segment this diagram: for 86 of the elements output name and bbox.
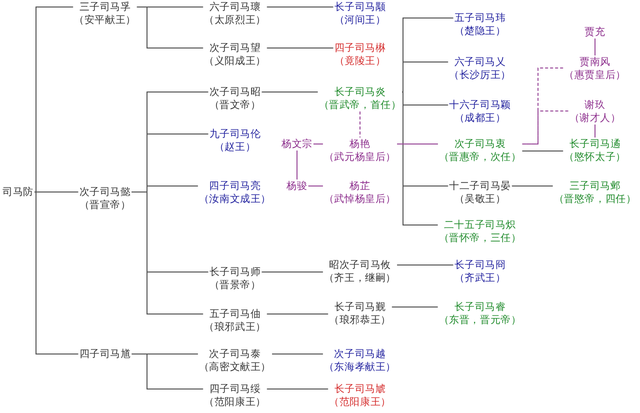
person-name: 贾充 — [584, 26, 606, 38]
person-title: （成都王） — [453, 112, 507, 124]
person-name: 长子司马炎 — [333, 86, 387, 98]
person-name: 三子司马孚 — [78, 0, 132, 14]
connector-line — [396, 264, 454, 266]
person-title: （晋宣帝） — [79, 198, 131, 212]
person-name: 司马防 — [2, 186, 34, 198]
connector-line — [266, 388, 329, 390]
person-name: 贾南风 — [578, 56, 612, 68]
person-title: （范阳康王） — [204, 396, 266, 408]
person-name: 长子司马虓 — [333, 382, 387, 396]
person-name: 五子司马伷 — [208, 308, 262, 320]
person-name: 四子司马绥 — [208, 382, 262, 396]
person-name: 谢玖 — [584, 98, 606, 112]
person-title: （长沙厉王） — [449, 68, 511, 82]
person-name: 次子司马望 — [208, 42, 262, 54]
person-name: 次子司马越 — [333, 348, 387, 360]
person-name: 杨芷 — [348, 180, 372, 192]
person-title: （晋怀帝，三任） — [438, 232, 522, 244]
person-title: （赵王） — [213, 140, 257, 154]
person-name: 长子司马冏 — [454, 258, 506, 272]
person-name: 九子司马伦 — [209, 128, 261, 140]
person-name: 长子司马师 — [209, 266, 261, 278]
connector-line — [402, 62, 449, 92]
person-name: 五子司马玮 — [454, 12, 506, 24]
person-title: （琅邪恭王） — [329, 314, 391, 326]
connector-line — [34, 192, 79, 354]
connector-line — [131, 354, 204, 390]
person-title: （晋惠帝，次任） — [438, 150, 522, 164]
person-name: 三子司马邺 — [568, 180, 622, 192]
connector-line — [522, 110, 569, 144]
person-name: 次子司马昭 — [209, 86, 261, 98]
person-title: （谢才人） — [569, 112, 621, 124]
person-title: （晋武帝，首任） — [318, 98, 402, 112]
connector-line — [522, 68, 564, 144]
person-title: （武悼杨皇后） — [324, 192, 396, 206]
connector-line — [34, 6, 74, 192]
person-title: （齐武王） — [454, 272, 506, 284]
person-name: 六子司马乂 — [453, 56, 507, 68]
person-name: 长子司马睿 — [453, 300, 507, 314]
person-name: 次子司马泰 — [208, 348, 262, 360]
person-title: （太原烈王） — [204, 14, 266, 26]
person-title: （武元杨皇后） — [324, 150, 396, 164]
person-name: 长子司马觐 — [333, 300, 387, 314]
connector-line — [131, 192, 204, 314]
connector-line — [522, 150, 564, 152]
person-name: 昭次子司马攸 — [328, 258, 392, 272]
connector-line — [594, 124, 596, 138]
person-title: （东晋，晋元帝） — [438, 314, 522, 326]
person-name: 长子司马遹 — [568, 138, 622, 150]
person-name: 二十五子司马炽 — [442, 218, 518, 232]
person-name: 十二子司马晏 — [449, 180, 511, 192]
person-name: 次子司马懿 — [79, 186, 131, 198]
connector-line — [136, 6, 204, 48]
person-title: （安平献王） — [74, 14, 136, 26]
person-name: 四子司马楙 — [334, 42, 386, 54]
person-name: 六子司马瓌 — [208, 0, 262, 14]
person-title: （东海孝献王） — [324, 360, 396, 374]
person-name: 杨骏 — [286, 180, 308, 192]
connector-line — [391, 306, 438, 308]
person-title: （晋文帝） — [209, 98, 261, 112]
person-title: （楚隐王） — [454, 24, 506, 38]
person-title: （河间王） — [334, 14, 386, 26]
person-name: 杨文宗 — [282, 138, 312, 150]
person-title: （愍怀太子） — [564, 150, 626, 164]
person-title: （义阳成王） — [204, 54, 266, 68]
person-title: （吴敬王） — [453, 192, 507, 206]
person-name: 四子司马馗 — [79, 348, 131, 360]
person-title: （竟陵王） — [334, 54, 386, 68]
connector-line — [266, 6, 334, 8]
connector-line — [402, 92, 438, 226]
person-title: （范阳康王） — [329, 396, 391, 408]
person-title: （琅邪武王） — [204, 320, 266, 334]
person-name: 四子司马亮 — [208, 180, 262, 192]
person-name: 十六子司马颖 — [449, 98, 511, 112]
connector-line — [296, 150, 298, 180]
person-title: （晋景帝） — [209, 278, 261, 292]
person-title: （惠贾皇后） — [564, 68, 626, 82]
person-title: （高密文献王） — [198, 360, 272, 374]
person-name: 杨艳 — [348, 138, 372, 150]
person-title: （晋愍帝，四任） — [554, 192, 636, 206]
person-name: 长子司马颙 — [334, 0, 386, 14]
person-title: （汝南文成王） — [198, 192, 272, 206]
person-name: 次子司马衷 — [453, 138, 507, 150]
connector-line — [594, 38, 596, 56]
person-title: （齐王，继嗣） — [324, 272, 396, 284]
